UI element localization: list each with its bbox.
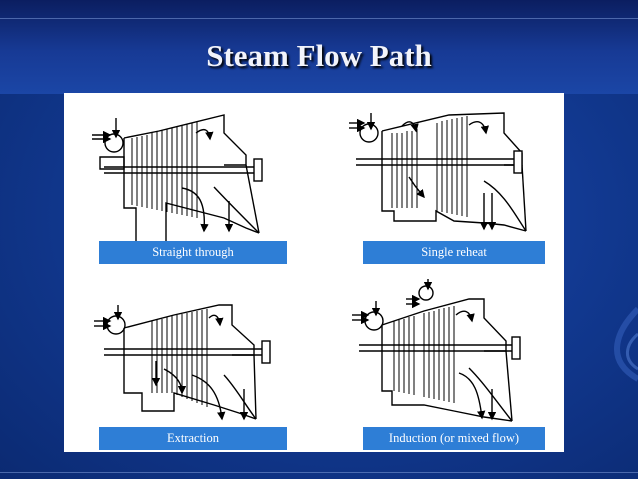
caption-extraction: Extraction	[99, 427, 287, 450]
slide-title: Steam Flow Path	[206, 38, 432, 73]
turbine-straight-through	[92, 114, 263, 244]
divider-line-bottom	[0, 472, 638, 473]
caption-straight-through: Straight through	[99, 241, 287, 264]
divider-line-top	[0, 18, 638, 19]
turbine-single-reheat	[349, 112, 527, 232]
turbine-induction	[352, 279, 521, 422]
decorative-swoosh	[614, 306, 638, 382]
title-bar	[0, 0, 638, 94]
caption-single-reheat: Single reheat	[363, 241, 545, 264]
caption-induction: Induction (or mixed flow)	[363, 427, 545, 450]
turbine-diagrams	[92, 112, 527, 422]
diagram-panel: Straight through Single reheat Extractio…	[64, 93, 564, 452]
turbine-extraction	[94, 304, 271, 421]
